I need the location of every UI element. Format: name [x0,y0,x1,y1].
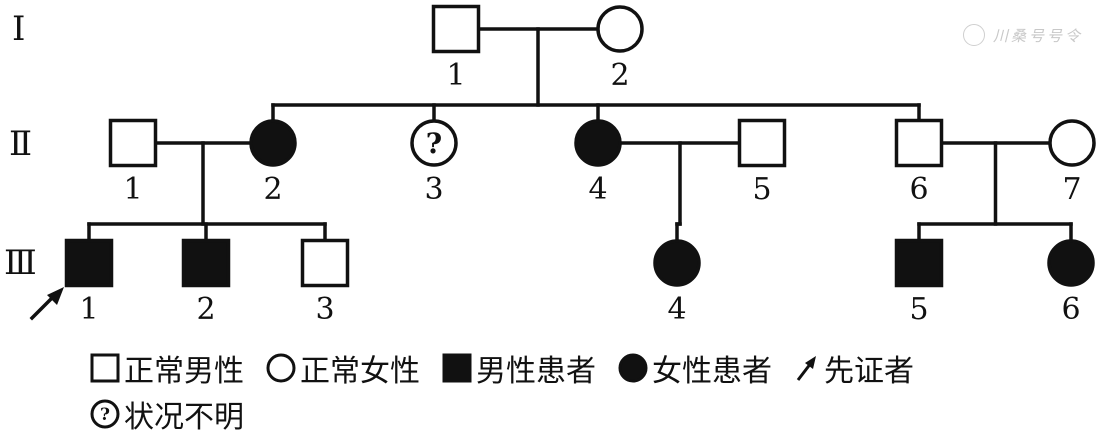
legend-label: 先证者 [824,354,914,389]
legend-item-affected-male: 男性患者 [442,346,596,390]
individual-II-5-square-icon [737,118,787,168]
legend-row-1: 正常男性 正常女性 男性患者 女性患者 先证者 [90,346,936,390]
watermark-logo-icon [963,24,985,46]
individual-I-1-number: 1 [446,58,465,93]
individual-III-6-circle-icon [1047,239,1095,287]
circle-filled-icon [618,353,648,383]
legend-label: 正常女性 [300,354,420,389]
svg-text:?: ? [100,405,110,425]
watermark: 川桑号号令 [963,24,1083,46]
legend-item-affected-female: 女性患者 [618,346,772,390]
legend-item-normal-female: 正常女性 [266,346,420,390]
legend-item-proband: 先证者 [794,346,914,390]
individual-III-4-number: 4 [667,292,686,327]
individual-III-2-number: 2 [196,292,215,327]
individual-III-5-square-icon [894,238,944,288]
individual-I-2-number: 2 [610,58,629,93]
proband-arrow-shaft [29,296,54,321]
legend-label: 男性患者 [476,354,596,389]
generation-label-II: Ⅱ [9,124,33,164]
individual-III-3-square-icon [300,238,350,288]
individual-I-2-circle-icon [596,5,644,53]
individual-II-6-square-icon [894,118,944,168]
square-filled-icon [442,353,472,383]
individual-II-3-circle-icon [410,119,458,167]
individual-II-2-circle-icon [249,119,297,167]
individual-II-4-circle-icon [574,119,622,167]
proband-arrow-icon [47,287,64,305]
arrow-icon [796,356,816,381]
individual-II-2-number: 2 [263,172,282,207]
individual-III-1-number: 1 [79,292,98,327]
individual-II-5-number: 5 [752,172,771,207]
individual-I-1-square-icon [431,4,481,54]
individual-II-3-number: 3 [424,172,443,207]
generation-label-III: Ⅲ [4,243,37,283]
circle-question-icon: ? [90,399,120,429]
individual-III-5-number: 5 [909,292,928,327]
individual-III-3-number: 3 [315,292,334,327]
individual-II-1-number: 1 [123,172,142,207]
legend-row-2: ? 状况不明 [90,392,266,436]
individual-II-3-question-mark: ? [426,127,442,160]
individual-III-6-number: 6 [1061,292,1080,327]
watermark-text: 川桑号号令 [993,26,1084,45]
legend-item-normal-male: 正常男性 [90,346,244,390]
legend-item-unknown: ? 状况不明 [90,392,244,436]
circle-empty-icon [266,353,296,383]
individual-III-1-square-icon [64,238,114,288]
individual-II-4-number: 4 [588,172,607,207]
individual-II-7-circle-icon [1048,119,1096,167]
individual-II-6-number: 6 [909,172,928,207]
legend-label: 正常男性 [124,354,244,389]
individual-II-7-number: 7 [1062,172,1081,207]
individual-III-2-square-icon [181,238,231,288]
individual-II-1-square-icon [108,118,158,168]
generation-label-I: Ⅰ [12,9,26,49]
legend-label: 状况不明 [124,400,244,435]
individual-III-4-circle-icon [653,239,701,287]
legend-label: 女性患者 [652,354,772,389]
square-empty-icon [90,353,120,383]
